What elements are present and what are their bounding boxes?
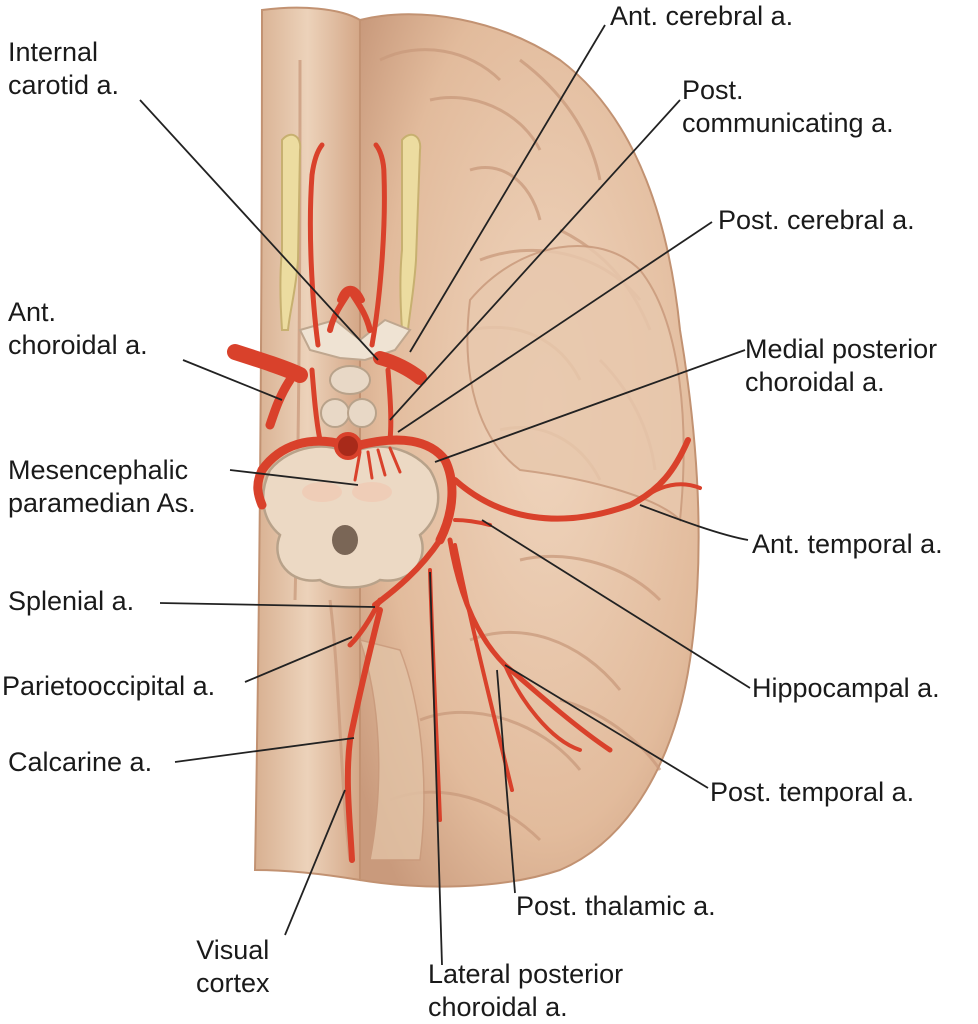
label-line: paramedian As. [8, 488, 196, 518]
occipital-region [358, 638, 425, 861]
label-line: Lateral posterior [428, 959, 624, 989]
ant-cerebral-left [307, 142, 325, 348]
label-line: Ant. [8, 297, 57, 327]
label-line: carotid a. [8, 70, 120, 100]
ant-choroidal-artery [265, 375, 295, 430]
label-line: communicating a. [682, 108, 894, 138]
label-line: Post. thalamic a. [516, 891, 716, 921]
internal-carotid-left [227, 344, 308, 383]
label-post-thalamic: Post. thalamic a. [516, 890, 716, 923]
post-cerebral-left [253, 436, 350, 510]
mammillary-bodies [320, 365, 377, 428]
label-line: Post. cerebral a. [718, 205, 915, 235]
label-line: Parietooccipital a. [2, 671, 216, 701]
label-visual-cortex: Visual cortex [196, 934, 270, 1000]
olfactory-tract-right [399, 133, 422, 331]
post-communicating-right [385, 367, 394, 443]
label-line: Mesencephalic [8, 455, 189, 485]
label-line: Post. temporal a. [710, 777, 915, 807]
label-line: cortex [196, 968, 270, 998]
label-line: Post. [682, 75, 744, 105]
ant-temporal-artery [452, 437, 691, 522]
label-line: Ant. temporal a. [752, 529, 943, 559]
label-line: Medial posterior [745, 334, 938, 364]
label-parietooccipital: Parietooccipital a. [2, 670, 215, 703]
label-line: choroidal a. [428, 992, 568, 1022]
basilar-artery [334, 432, 362, 460]
label-line: Splenial a. [8, 586, 135, 616]
label-line: choroidal a. [745, 367, 885, 397]
label-post-cerebral: Post. cerebral a. [718, 204, 915, 237]
label-splenial: Splenial a. [8, 585, 134, 618]
cerebral-peduncle-left [302, 482, 342, 502]
label-line: Visual [196, 935, 270, 965]
parietooccipital-artery [347, 597, 383, 648]
ant-cerebral-right [369, 142, 387, 348]
internal-carotid-right [373, 351, 427, 385]
cerebral-peduncle-right [352, 482, 392, 502]
label-hippocampal: Hippocampal a. [752, 672, 940, 705]
midbrain-section [262, 445, 440, 589]
label-internal-carotid: Internal carotid a. [8, 36, 119, 102]
label-ant-temporal: Ant. temporal a. [752, 528, 943, 561]
label-medial-posterior-choroidal: Medial posterior choroidal a. [745, 333, 937, 399]
label-line: Internal [8, 37, 99, 67]
calcarine-artery [344, 607, 383, 863]
post-cerebral-right [355, 435, 457, 545]
ant-cerebral-join [327, 287, 373, 333]
label-line: Hippocampal a. [752, 673, 940, 703]
post-communicating-left [309, 367, 323, 443]
label-post-communicating: Post. communicating a. [682, 74, 894, 140]
label-calcarine: Calcarine a. [8, 746, 152, 779]
label-line: Ant. cerebral a. [610, 1, 794, 31]
label-lateral-posterior-choroidal: Lateral posterior choroidal a. [428, 958, 623, 1024]
label-ant-choroidal: Ant. choroidal a. [8, 296, 148, 362]
label-ant-cerebral: Ant. cerebral a. [610, 0, 793, 33]
leader-lines [139, 24, 751, 966]
hippocampal-artery [453, 518, 492, 527]
label-post-temporal: Post. temporal a. [710, 776, 914, 809]
olfactory-tract-left [279, 133, 302, 331]
label-line: Calcarine a. [8, 747, 153, 777]
label-line: choroidal a. [8, 330, 148, 360]
label-mesencephalic-paramedian: Mesencephalic paramedian As. [8, 454, 196, 520]
cerebral-aqueduct [332, 525, 358, 555]
